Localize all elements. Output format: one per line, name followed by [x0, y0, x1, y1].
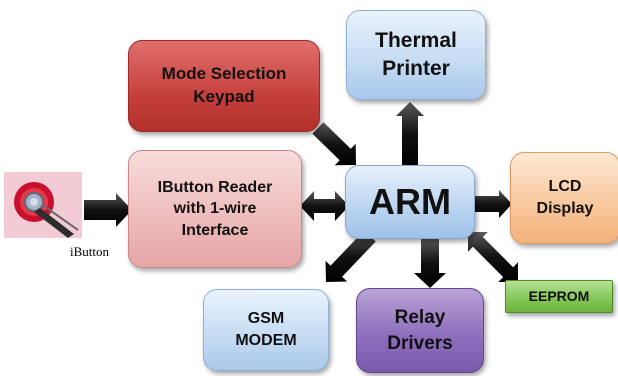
arrow-arm-to-printer [396, 102, 424, 165]
ibutton-reader-label-line1: IButton Reader [157, 178, 273, 196]
ibutton-key-icon [4, 172, 82, 238]
arrow-arm-to-gsm [325, 230, 376, 282]
arrow-reader-arm-bidirectional [300, 191, 349, 221]
eeprom-label: EEPROM [528, 288, 590, 305]
arm-processor-block: ARM [345, 165, 475, 239]
thermal-printer-label-line1: Thermal [375, 28, 457, 52]
arrow-mode-to-arm [312, 122, 356, 166]
mode-selection-keypad-block: Mode Selection Keypad [128, 40, 320, 132]
arm-label: ARM [369, 180, 451, 222]
eeprom-block: EEPROM [505, 280, 613, 313]
relay-drivers-block: Relay Drivers [356, 288, 484, 373]
arrow-ibutton-to-reader [84, 193, 132, 227]
ibutton-reader-label-line3: Interface [181, 221, 249, 239]
mode-selection-label-line2: Keypad [193, 87, 255, 106]
ibutton-caption: iButton [70, 244, 110, 259]
lcd-display-block: LCD Display [510, 152, 618, 244]
lcd-label-line2: Display [536, 200, 594, 217]
arrow-arm-to-lcd [474, 190, 512, 218]
gsm-label-line1: GSM [247, 310, 285, 328]
relay-label-line2: Drivers [387, 332, 453, 354]
arrow-arm-eeprom-bidirectional [468, 232, 518, 282]
gsm-modem-block: GSM MODEM [203, 289, 329, 371]
ibutton-reader-block: IButton Reader with 1-wire Interface [128, 150, 302, 268]
arrow-arm-to-relay [414, 238, 446, 288]
gsm-label-line2: MODEM [235, 332, 297, 349]
ibutton-reader-label-line2: with 1-wire [173, 200, 257, 218]
thermal-printer-label-line2: Printer [382, 57, 450, 80]
relay-label-line1: Relay [394, 306, 446, 328]
lcd-label-line1: LCD [548, 178, 582, 196]
thermal-printer-block: Thermal Printer [346, 10, 486, 100]
mode-selection-label-line1: Mode Selection [161, 64, 287, 84]
